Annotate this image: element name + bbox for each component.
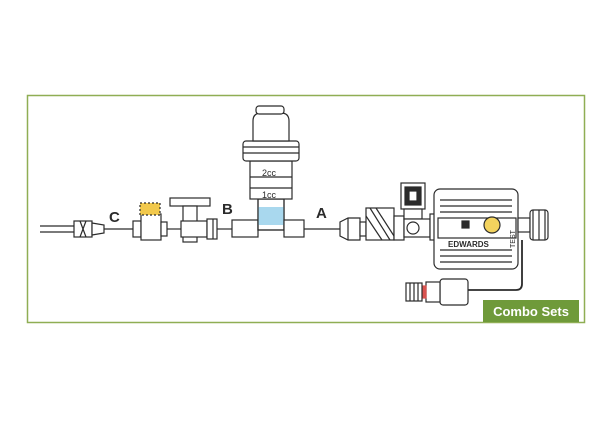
transducer-brand: EDWARDS xyxy=(448,240,490,249)
diagram-frame xyxy=(26,94,586,324)
label-b: B xyxy=(222,201,233,218)
yellow-cap xyxy=(139,202,161,216)
transducer-housing xyxy=(433,188,519,270)
transducer-valve xyxy=(400,182,439,241)
syringe-mark-1cc: 1cc xyxy=(262,190,277,200)
label-a: A xyxy=(316,205,327,222)
component-c-valve xyxy=(132,202,168,241)
left-connector xyxy=(73,220,105,238)
combo-sets-label: Combo Sets xyxy=(493,304,569,319)
flush-syringe xyxy=(231,105,305,238)
left-tubing xyxy=(40,225,74,233)
stopcock xyxy=(169,197,218,243)
syringe-fluid xyxy=(258,207,284,225)
test-knob xyxy=(483,216,501,234)
right-snap-knob xyxy=(517,209,549,241)
combo-sets-badge xyxy=(483,300,579,322)
label-c: C xyxy=(109,209,120,226)
electrical-plug xyxy=(405,278,469,306)
component-a-connector xyxy=(339,207,405,241)
indicator-square xyxy=(461,220,470,229)
syringe-mark-2cc: 2cc xyxy=(262,168,277,178)
electrical-cable xyxy=(468,240,523,291)
transducer-test: TEST xyxy=(510,229,517,248)
